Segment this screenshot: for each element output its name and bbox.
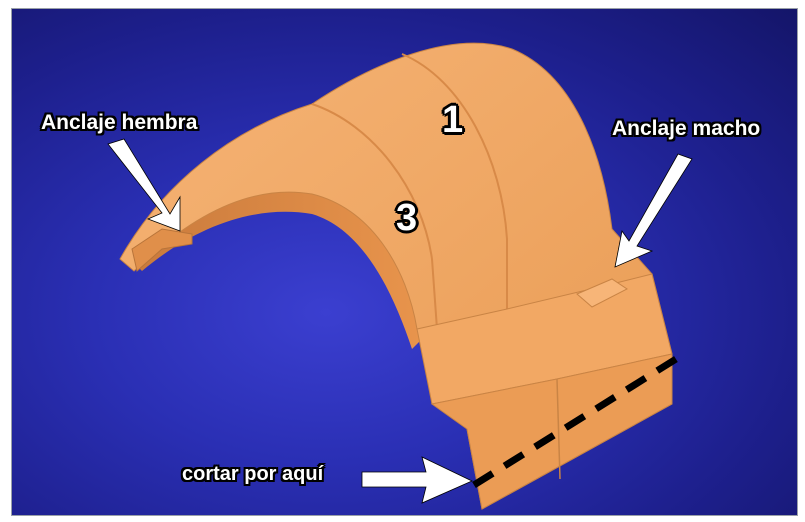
arrow-cut-here [361, 456, 473, 504]
cut-here-label: cortar por aquí [182, 463, 324, 485]
image-frame: Anclaje hembra Anclaje macho cortar por … [11, 8, 798, 516]
arrow-male-anchor [614, 153, 693, 268]
female-anchor-label: Anclaje hembra [41, 111, 198, 134]
ridge-line-2 [401, 53, 508, 309]
ridge-line-1 [311, 103, 438, 330]
part-number-3: 3 [396, 197, 418, 239]
part-number-1: 1 [442, 99, 464, 141]
arrow-female-anchor [107, 138, 181, 232]
male-anchor-tab [576, 278, 628, 308]
block-seam [556, 378, 561, 480]
orange-part-render [107, 42, 693, 510]
arch-underside [130, 180, 422, 349]
male-anchor-label: Anclaje macho [612, 117, 761, 140]
cut-line [472, 356, 678, 488]
female-anchor-tab [131, 228, 193, 272]
